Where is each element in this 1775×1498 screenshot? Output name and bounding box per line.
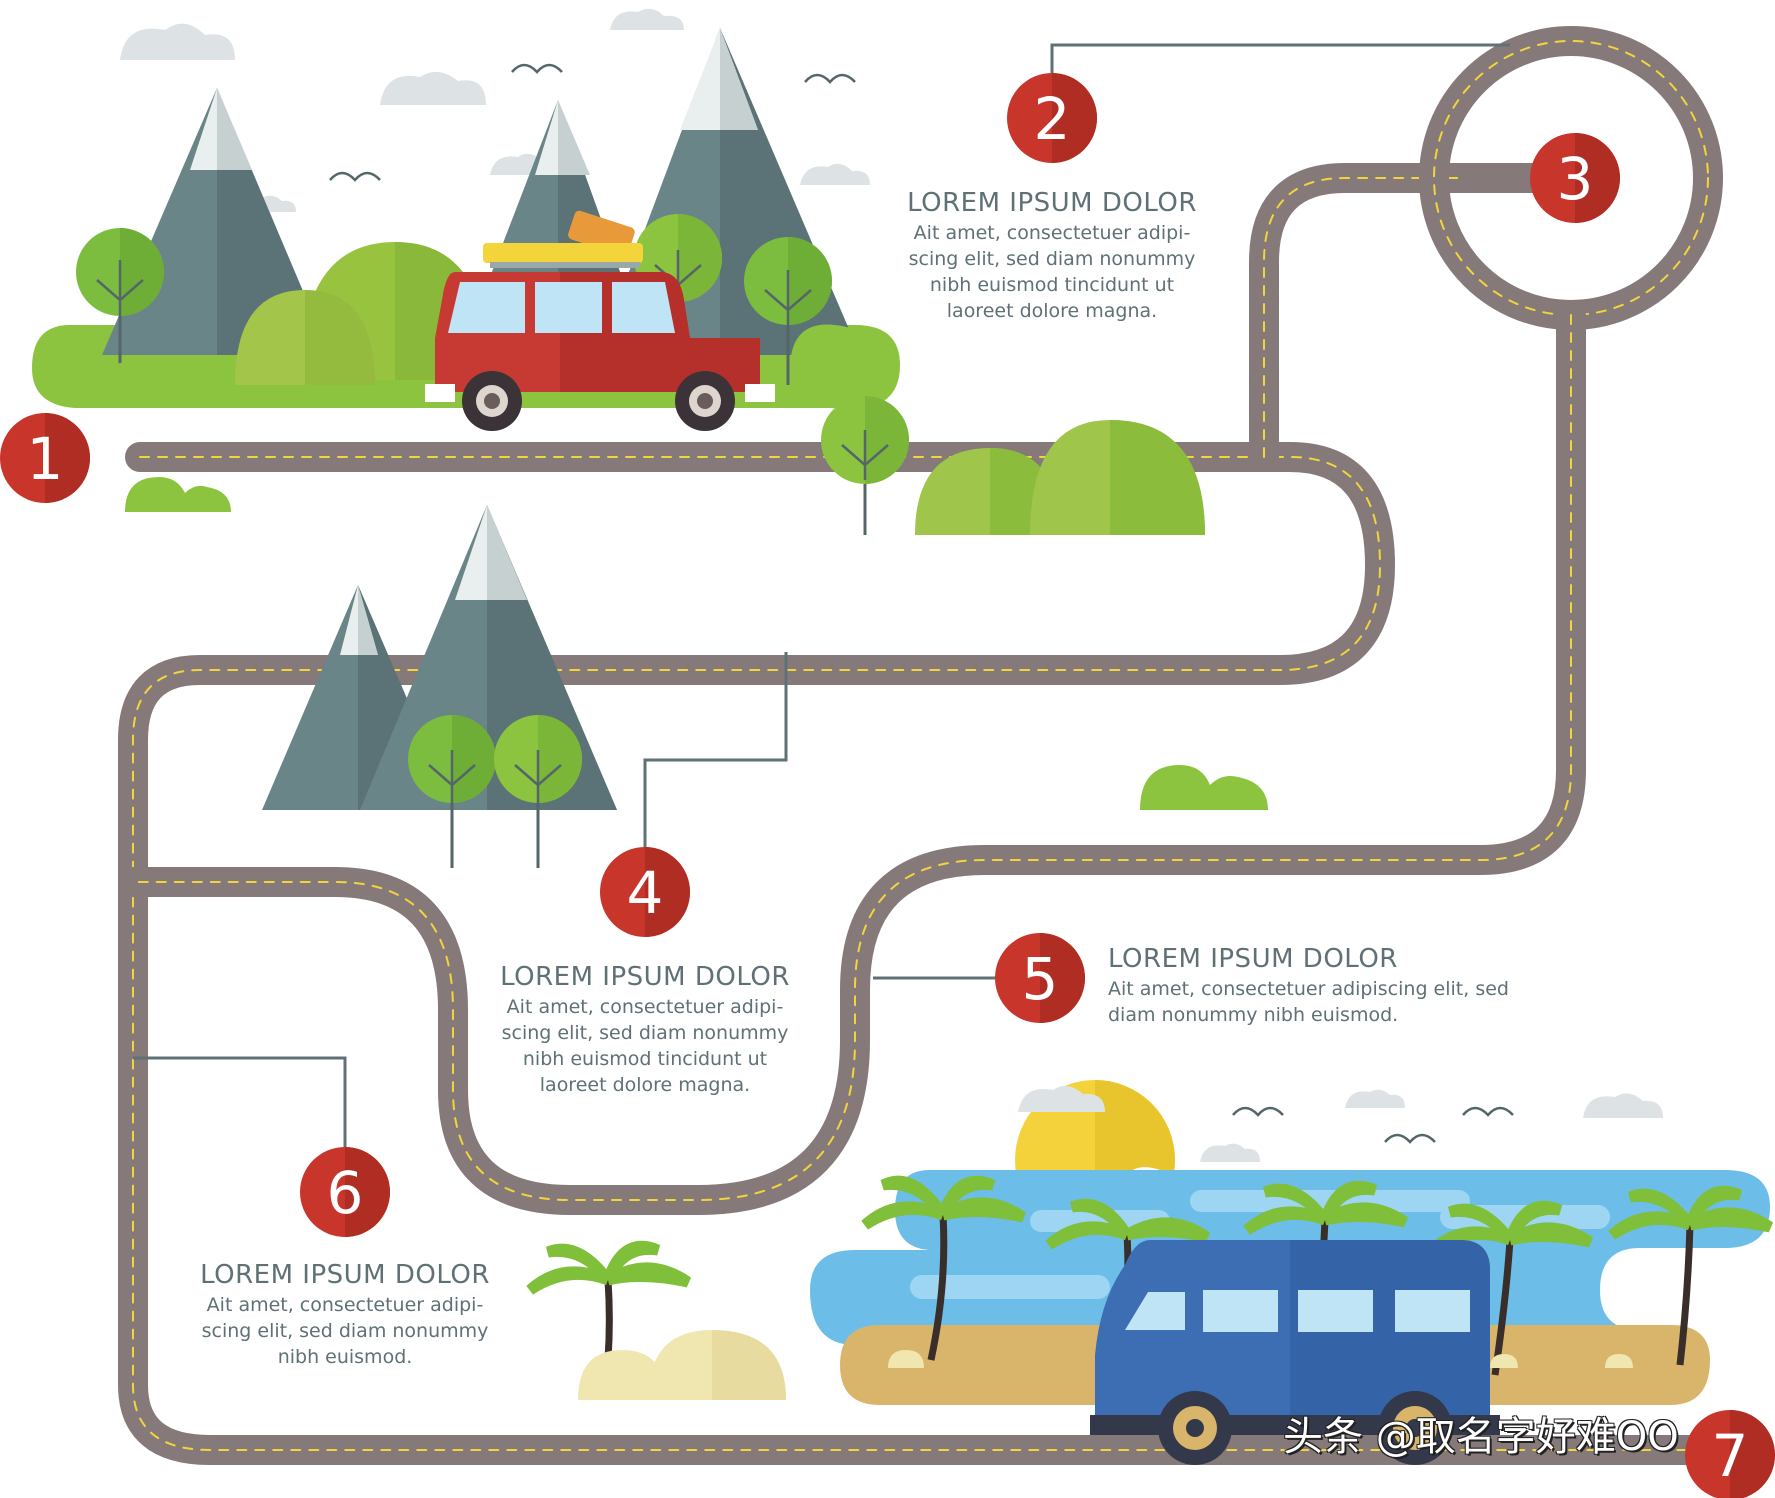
step-4-body: Ait amet, consectetuer adipi- scing elit… bbox=[501, 996, 789, 1096]
step-badge-4: 4 bbox=[600, 847, 690, 937]
step-number: 5 bbox=[1022, 945, 1059, 1013]
tree-icon bbox=[408, 715, 496, 868]
step-badge-3: 3 bbox=[1530, 133, 1620, 223]
step-5-title: LOREM IPSUM DOLOR bbox=[1108, 944, 1398, 974]
step-number: 4 bbox=[627, 859, 664, 927]
step-badge-6: 6 bbox=[300, 1147, 390, 1237]
winding-road bbox=[118, 26, 1723, 1465]
step-badge-1: 1 bbox=[0, 413, 90, 503]
roadside-bushes bbox=[125, 396, 1268, 810]
palm-tree-icon bbox=[861, 1175, 1027, 1361]
tree-icon bbox=[744, 237, 832, 385]
step-number: 7 bbox=[1712, 1422, 1749, 1490]
red-car-icon bbox=[425, 210, 775, 431]
step-6-body: Ait amet, consectetuer adipi- scing elit… bbox=[201, 1294, 489, 1368]
step-number: 6 bbox=[327, 1159, 364, 1227]
step-number: 3 bbox=[1557, 145, 1594, 213]
step-5-body: Ait amet, consectetuer adipiscing elit, … bbox=[1108, 978, 1509, 1026]
blue-van-icon bbox=[1090, 1240, 1500, 1465]
step-badge-7: 7 bbox=[1685, 1410, 1775, 1498]
step-badge-5: 5 bbox=[995, 933, 1085, 1023]
tree-icon bbox=[821, 396, 909, 535]
step-2-body: Ait amet, consectetuer adipi- scing elit… bbox=[908, 222, 1196, 322]
tree-icon bbox=[76, 228, 164, 372]
step-2-title: LOREM IPSUM DOLOR bbox=[907, 188, 1197, 218]
watermark: 头条 @取名字好难OO bbox=[1283, 1414, 1679, 1460]
step-badge-2: 2 bbox=[1007, 73, 1097, 163]
tree-icon bbox=[494, 715, 582, 868]
cloud-icon bbox=[120, 8, 870, 212]
step-number: 2 bbox=[1034, 85, 1071, 153]
bird-icon bbox=[1232, 1106, 1514, 1144]
step-number: 1 bbox=[27, 425, 64, 493]
bird-icon bbox=[329, 63, 856, 182]
leader-lines bbox=[133, 43, 1510, 1150]
step-4-title: LOREM IPSUM DOLOR bbox=[500, 962, 790, 992]
step-6-title: LOREM IPSUM DOLOR bbox=[200, 1260, 490, 1290]
palm-tree-icon bbox=[1608, 1185, 1774, 1366]
small-bush bbox=[108, 362, 166, 382]
sand-dunes bbox=[578, 1330, 1633, 1400]
middle-mountains bbox=[262, 505, 617, 868]
cloud-icon bbox=[1018, 1085, 1663, 1162]
